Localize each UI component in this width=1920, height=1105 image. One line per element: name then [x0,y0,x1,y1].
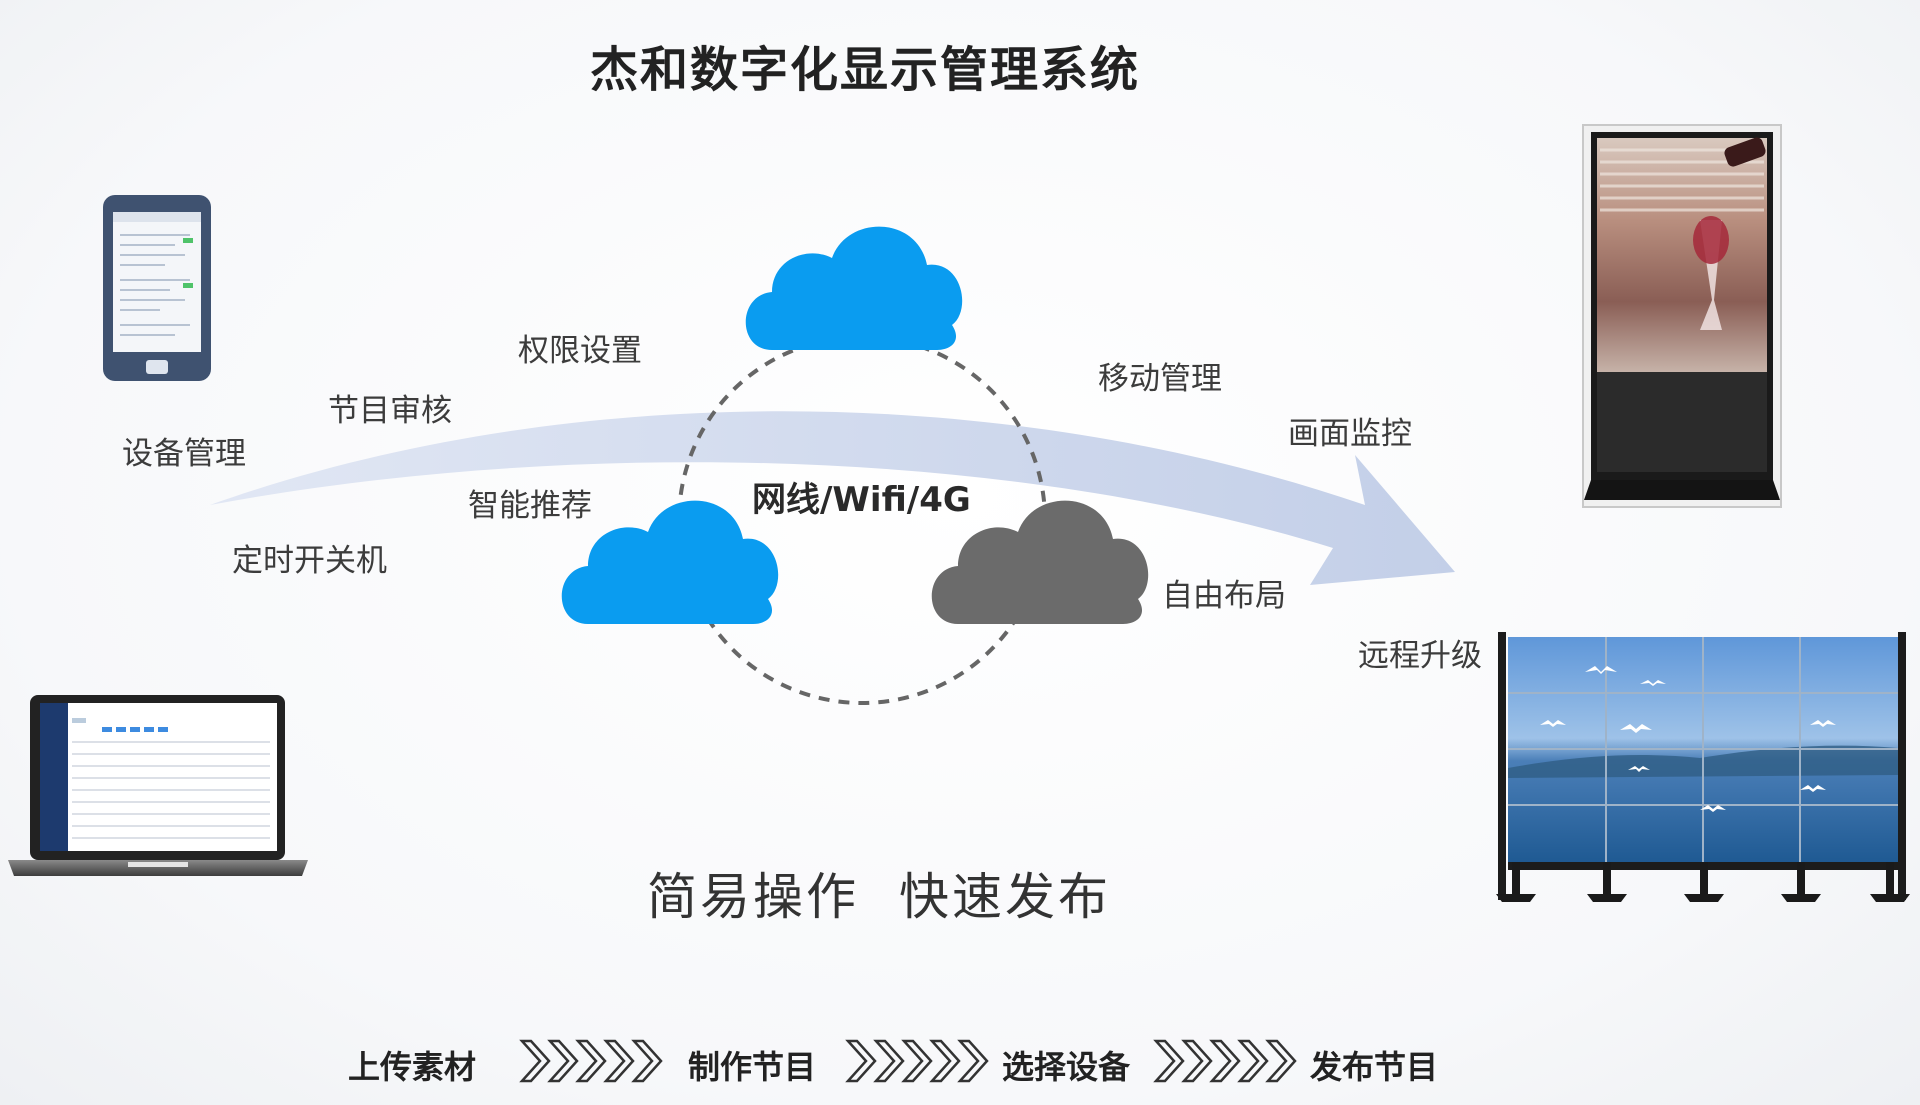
feature-free-layout: 自由布局 [1162,578,1286,614]
workflow-step: 制作节目 [688,1048,817,1086]
feature-scheduled-power: 定时开关机 [232,543,387,579]
workflow-step: 上传素材 [348,1048,477,1086]
feature-mobile-management: 移动管理 [1098,361,1222,397]
cloud-icon [561,500,779,624]
feature-permission: 权限设置 [518,333,642,369]
chevron-right-icon [1153,1039,1297,1083]
video-wall-icon [1496,632,1910,902]
laptop-icon [8,695,308,876]
cloud-icon [931,500,1149,624]
feature-remote-upgrade: 远程升级 [1358,638,1482,674]
feature-screen-monitor: 画面监控 [1288,416,1412,452]
chevron-right-icon [519,1039,663,1083]
workflow-step: 选择设备 [1002,1048,1131,1086]
vertical-kiosk-display-icon [1582,124,1782,508]
flow-arrow [210,411,1455,585]
cloud-icon [745,226,963,350]
slogan: 简易操作快速发布 [647,857,1111,929]
chevron-right-icon [845,1039,989,1083]
slogan-part2: 快速发布 [899,868,1111,926]
smartphone-icon [103,195,211,381]
feature-smart-recommend: 智能推荐 [468,488,592,524]
slogan-part1: 简易操作 [647,868,859,926]
page-title: 杰和数字化显示管理系统 [589,42,1140,98]
feature-program-review: 节目审核 [328,393,452,429]
network-label: 网线/Wifi/4G [752,480,971,520]
feature-device-management: 设备管理 [122,436,246,472]
workflow-step: 发布节目 [1310,1048,1439,1086]
